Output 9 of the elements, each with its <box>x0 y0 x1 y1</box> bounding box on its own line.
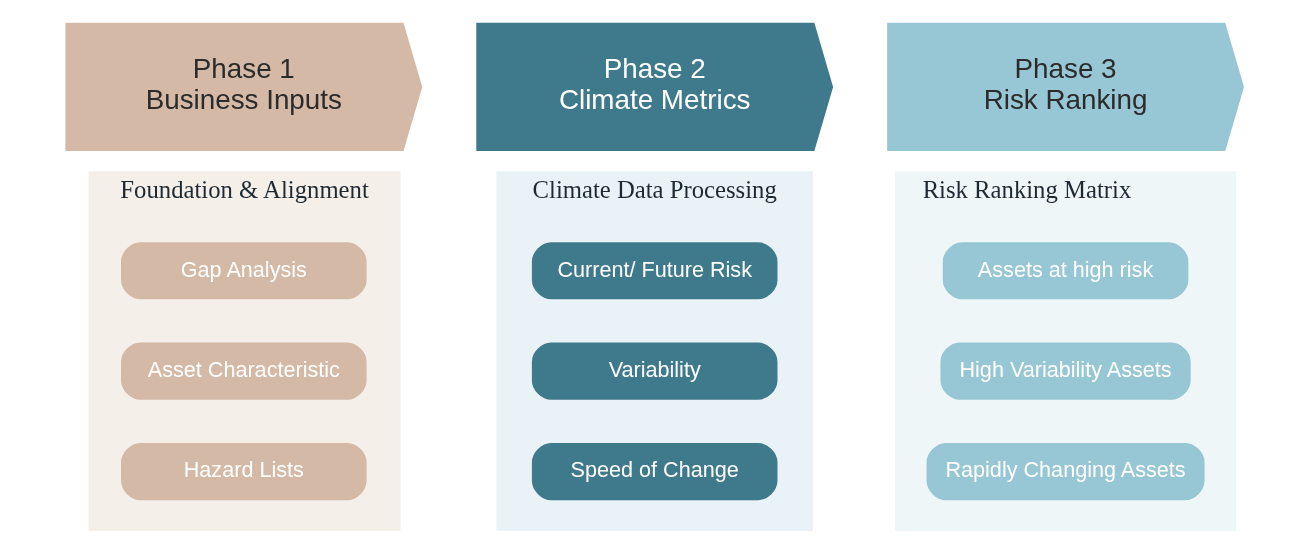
node-box: Hazard Lists <box>121 443 367 501</box>
node-box: Rapidly Changing Assets <box>926 443 1205 501</box>
node-box: Speed of Change <box>531 443 778 501</box>
node-box: High Variability Assets <box>940 342 1191 400</box>
node-box: Variability <box>531 342 778 400</box>
node-box: Current/ Future Risk <box>531 242 778 300</box>
node-box: Asset Characteristic <box>121 342 367 400</box>
node-box: Assets at high risk <box>942 242 1189 300</box>
node-box: Gap Analysis <box>121 242 367 300</box>
